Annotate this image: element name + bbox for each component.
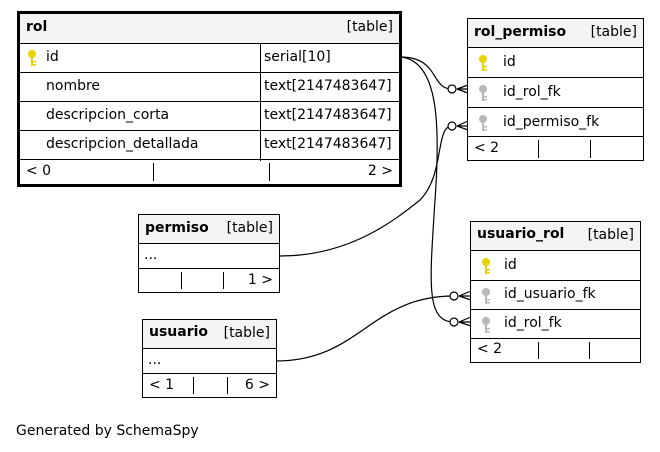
table-rol[interactable]: rol [table] id serial[10] nombre text[21… xyxy=(17,11,402,187)
column-type: text[2147483647] xyxy=(264,107,392,123)
column-name: ... xyxy=(148,352,162,368)
table-type: [table] xyxy=(587,227,634,243)
children-count: < 2 xyxy=(477,341,503,357)
table-name: usuario_rol xyxy=(477,226,565,242)
table-name: permiso xyxy=(145,220,209,236)
table-footer: < 1 6 > xyxy=(143,374,276,397)
table-permiso[interactable]: permiso [table] ... 1 > xyxy=(138,214,280,293)
table-row[interactable]: id xyxy=(468,48,643,78)
table-header: usuario [table] xyxy=(143,320,276,349)
table-row[interactable]: id_permiso_fk xyxy=(468,108,643,137)
table-type: [table] xyxy=(223,325,270,341)
children-count: < 1 xyxy=(149,377,175,393)
column-type: serial[10] xyxy=(264,49,331,65)
table-type: [table] xyxy=(590,24,637,40)
table-type: [table] xyxy=(226,220,273,236)
children-count: < 0 xyxy=(26,163,52,179)
table-name: rol_permiso xyxy=(474,24,567,40)
table-row[interactable]: descripcion_corta text[2147483647] xyxy=(20,102,399,131)
column-name: id_rol_fk xyxy=(503,84,561,100)
column-name: id xyxy=(46,49,59,65)
column-name: id xyxy=(503,54,516,70)
edge-usuario-to-usuario-rol xyxy=(275,295,455,362)
column-name: descripcion_corta xyxy=(46,107,170,123)
edge-permiso-to-rol-permiso xyxy=(279,125,453,257)
table-footer: 1 > xyxy=(139,269,279,292)
primary-key-icon xyxy=(26,49,38,71)
column-divider xyxy=(260,44,261,161)
column-name: id_permiso_fk xyxy=(503,114,600,130)
foreign-key-icon xyxy=(480,316,492,338)
column-type: text[2147483647] xyxy=(264,136,392,152)
table-footer: < 0 2 > xyxy=(20,160,399,184)
column-type: text[2147483647] xyxy=(264,78,392,94)
column-name: id_rol_fk xyxy=(504,315,562,331)
table-name: rol xyxy=(26,19,48,35)
table-type: [table] xyxy=(346,19,393,35)
table-row[interactable]: descripcion_detallada text[2147483647] xyxy=(20,131,399,160)
column-name: descripcion_detallada xyxy=(46,136,199,152)
table-row[interactable]: ... xyxy=(143,349,276,374)
column-name: ... xyxy=(144,247,158,263)
table-rol-permiso[interactable]: rol_permiso [table] id id_rol_fk id_perm… xyxy=(467,18,644,161)
table-row[interactable]: nombre text[2147483647] xyxy=(20,73,399,102)
table-row[interactable]: id_rol_fk xyxy=(468,78,643,108)
table-usuario-rol[interactable]: usuario_rol [table] id id_usuario_fk id_… xyxy=(470,221,641,363)
table-row[interactable]: id xyxy=(471,251,640,281)
table-header: permiso [table] xyxy=(139,215,279,244)
edge-rol-to-rol-permiso xyxy=(399,56,453,90)
column-name: nombre xyxy=(46,78,101,94)
table-row[interactable]: id_rol_fk xyxy=(471,310,640,339)
children-count: < 2 xyxy=(474,140,500,156)
table-footer: < 2 xyxy=(471,339,640,362)
table-footer: < 2 xyxy=(468,137,643,161)
foreign-key-icon xyxy=(477,84,489,106)
generated-by-footer: Generated by SchemaSpy xyxy=(16,423,199,439)
edge-rol-to-usuario-rol xyxy=(399,56,455,323)
column-name: id xyxy=(504,257,517,273)
foreign-key-icon xyxy=(477,114,489,136)
parents-count: 6 > xyxy=(244,377,270,393)
table-row[interactable]: id_usuario_fk xyxy=(471,281,640,310)
foreign-key-icon xyxy=(480,287,492,309)
table-header: rol [table] xyxy=(20,14,399,44)
table-row[interactable]: id serial[10] xyxy=(20,44,399,73)
table-name: usuario xyxy=(149,324,209,340)
parents-count: 1 > xyxy=(247,272,273,288)
table-usuario[interactable]: usuario [table] ... < 1 6 > xyxy=(142,319,277,398)
primary-key-icon xyxy=(480,257,492,279)
parents-count: 2 > xyxy=(367,163,393,179)
table-header: usuario_rol [table] xyxy=(471,222,640,251)
crows-foot-markers xyxy=(447,84,472,327)
primary-key-icon xyxy=(477,54,489,76)
table-row[interactable]: ... xyxy=(139,244,279,269)
table-header: rol_permiso [table] xyxy=(468,19,643,48)
column-name: id_usuario_fk xyxy=(504,286,596,302)
